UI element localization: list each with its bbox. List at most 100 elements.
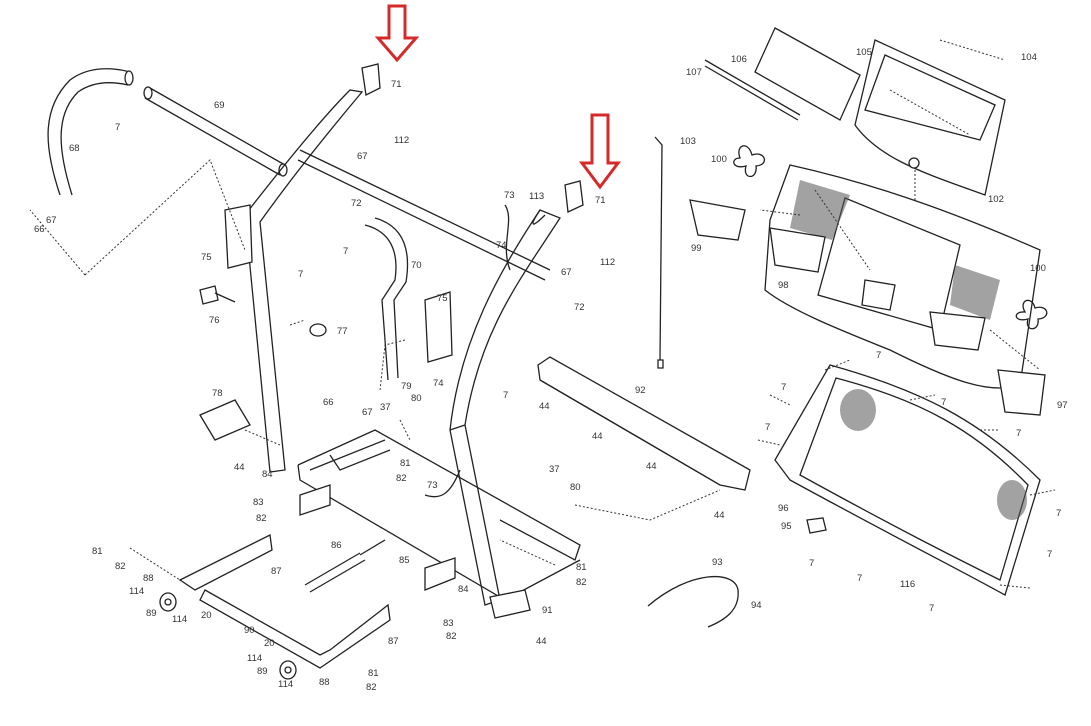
part-label-80: 80: [570, 482, 581, 493]
part-label-7: 7: [298, 269, 303, 280]
part-label-106: 106: [731, 54, 747, 65]
part-label-76: 76: [209, 315, 220, 326]
part-label-7: 7: [941, 397, 946, 408]
part-label-20: 20: [264, 638, 275, 649]
part-label-44: 44: [646, 461, 657, 472]
cover-75: [224, 204, 453, 363]
part-label-102: 102: [988, 194, 1004, 205]
part-label-80: 80: [411, 393, 422, 404]
base-frame: [178, 399, 581, 669]
part-label-7: 7: [876, 350, 881, 361]
part-label-74: 74: [496, 240, 507, 251]
part-label-114: 114: [172, 614, 187, 625]
part-label-103: 103: [680, 136, 696, 147]
part-label-81: 81: [576, 562, 587, 573]
part-label-88: 88: [319, 677, 330, 688]
part-label-72: 72: [351, 198, 362, 209]
part-label-85: 85: [399, 555, 410, 566]
fan-100: [733, 145, 1048, 330]
wheel-89: [159, 592, 297, 680]
part-label-90: 90: [244, 625, 255, 636]
cup-holder-97: [997, 369, 1046, 416]
part-label-7: 7: [765, 422, 770, 433]
part-label-83: 83: [443, 618, 454, 629]
part-label-82: 82: [115, 561, 126, 572]
display-105: [854, 39, 1006, 196]
part-label-72: 72: [574, 302, 585, 313]
part-label-7: 7: [1016, 428, 1021, 439]
part-label-83: 83: [253, 497, 264, 508]
part-label-84: 84: [262, 469, 273, 480]
frame-uprights: [244, 89, 561, 606]
part-label-104: 104: [1021, 52, 1037, 63]
part-label-7: 7: [809, 558, 814, 569]
part-label-100: 100: [711, 154, 727, 165]
part-label-73: 73: [427, 480, 438, 491]
console-tray-106: [704, 27, 861, 121]
cup-holder-99: [689, 199, 746, 241]
part-label-88: 88: [143, 573, 154, 584]
assembly-lines: [29, 39, 1056, 589]
part-label-112: 112: [600, 257, 615, 268]
part-label-75: 75: [201, 252, 212, 263]
part-label-81: 81: [400, 458, 411, 469]
part-label-67: 67: [46, 215, 57, 226]
part-label-93: 93: [712, 557, 723, 568]
part-label-91: 91: [542, 605, 553, 616]
part-label-114: 114: [247, 653, 262, 664]
part-label-7: 7: [115, 122, 120, 133]
part-label-92: 92: [635, 385, 646, 396]
cylinder-86: [304, 539, 386, 593]
part-label-84: 84: [458, 584, 469, 595]
part-label-44: 44: [234, 462, 245, 473]
console-rear-96: [774, 364, 1041, 596]
part-label-97: 97: [1057, 400, 1068, 411]
part-label-107: 107: [686, 67, 702, 78]
part-label-73: 73: [504, 190, 515, 201]
cable-103: [654, 136, 664, 369]
part-label-82: 82: [366, 682, 377, 693]
part-label-7: 7: [503, 390, 508, 401]
part-label-116: 116: [900, 579, 915, 590]
part-label-67: 67: [561, 267, 572, 278]
part-label-44: 44: [536, 636, 547, 647]
part-label-112: 112: [394, 135, 409, 146]
part-label-66: 66: [323, 397, 334, 408]
part-label-67: 67: [362, 407, 373, 418]
wire-93: [647, 575, 739, 628]
part-label-66: 66: [34, 224, 45, 235]
part-label-77: 77: [337, 326, 348, 337]
end-cap-71: [361, 63, 584, 213]
part-label-7: 7: [1047, 549, 1052, 560]
part-label-44: 44: [592, 431, 603, 442]
part-label-70: 70: [411, 260, 422, 271]
part-label-7: 7: [781, 382, 786, 393]
highlight-arrow-right: [579, 113, 621, 190]
handlebar-68: [47, 68, 134, 196]
part-label-20: 20: [201, 610, 212, 621]
part-label-71: 71: [391, 79, 402, 90]
part-label-74: 74: [433, 378, 444, 389]
part-label-67: 67: [357, 151, 368, 162]
part-label-37: 37: [549, 464, 560, 475]
part-label-44: 44: [714, 510, 725, 521]
part-label-99: 99: [691, 243, 702, 254]
part-label-7: 7: [857, 573, 862, 584]
part-label-82: 82: [396, 473, 407, 484]
cap-77: [309, 323, 327, 337]
console-base-98: [764, 164, 1041, 389]
part-label-69: 69: [214, 100, 225, 111]
highlight-arrow-left: [374, 4, 420, 63]
part-label-82: 82: [256, 513, 267, 524]
part-label-75: 75: [437, 293, 448, 304]
part-label-87: 87: [388, 636, 399, 647]
motor-hood-92: [537, 356, 751, 491]
part-label-82: 82: [576, 577, 587, 588]
part-label-87: 87: [271, 566, 282, 577]
part-label-82: 82: [446, 631, 457, 642]
part-label-7: 7: [1056, 508, 1061, 519]
part-label-81: 81: [368, 668, 379, 679]
part-label-44: 44: [539, 401, 550, 412]
part-label-78: 78: [212, 388, 223, 399]
